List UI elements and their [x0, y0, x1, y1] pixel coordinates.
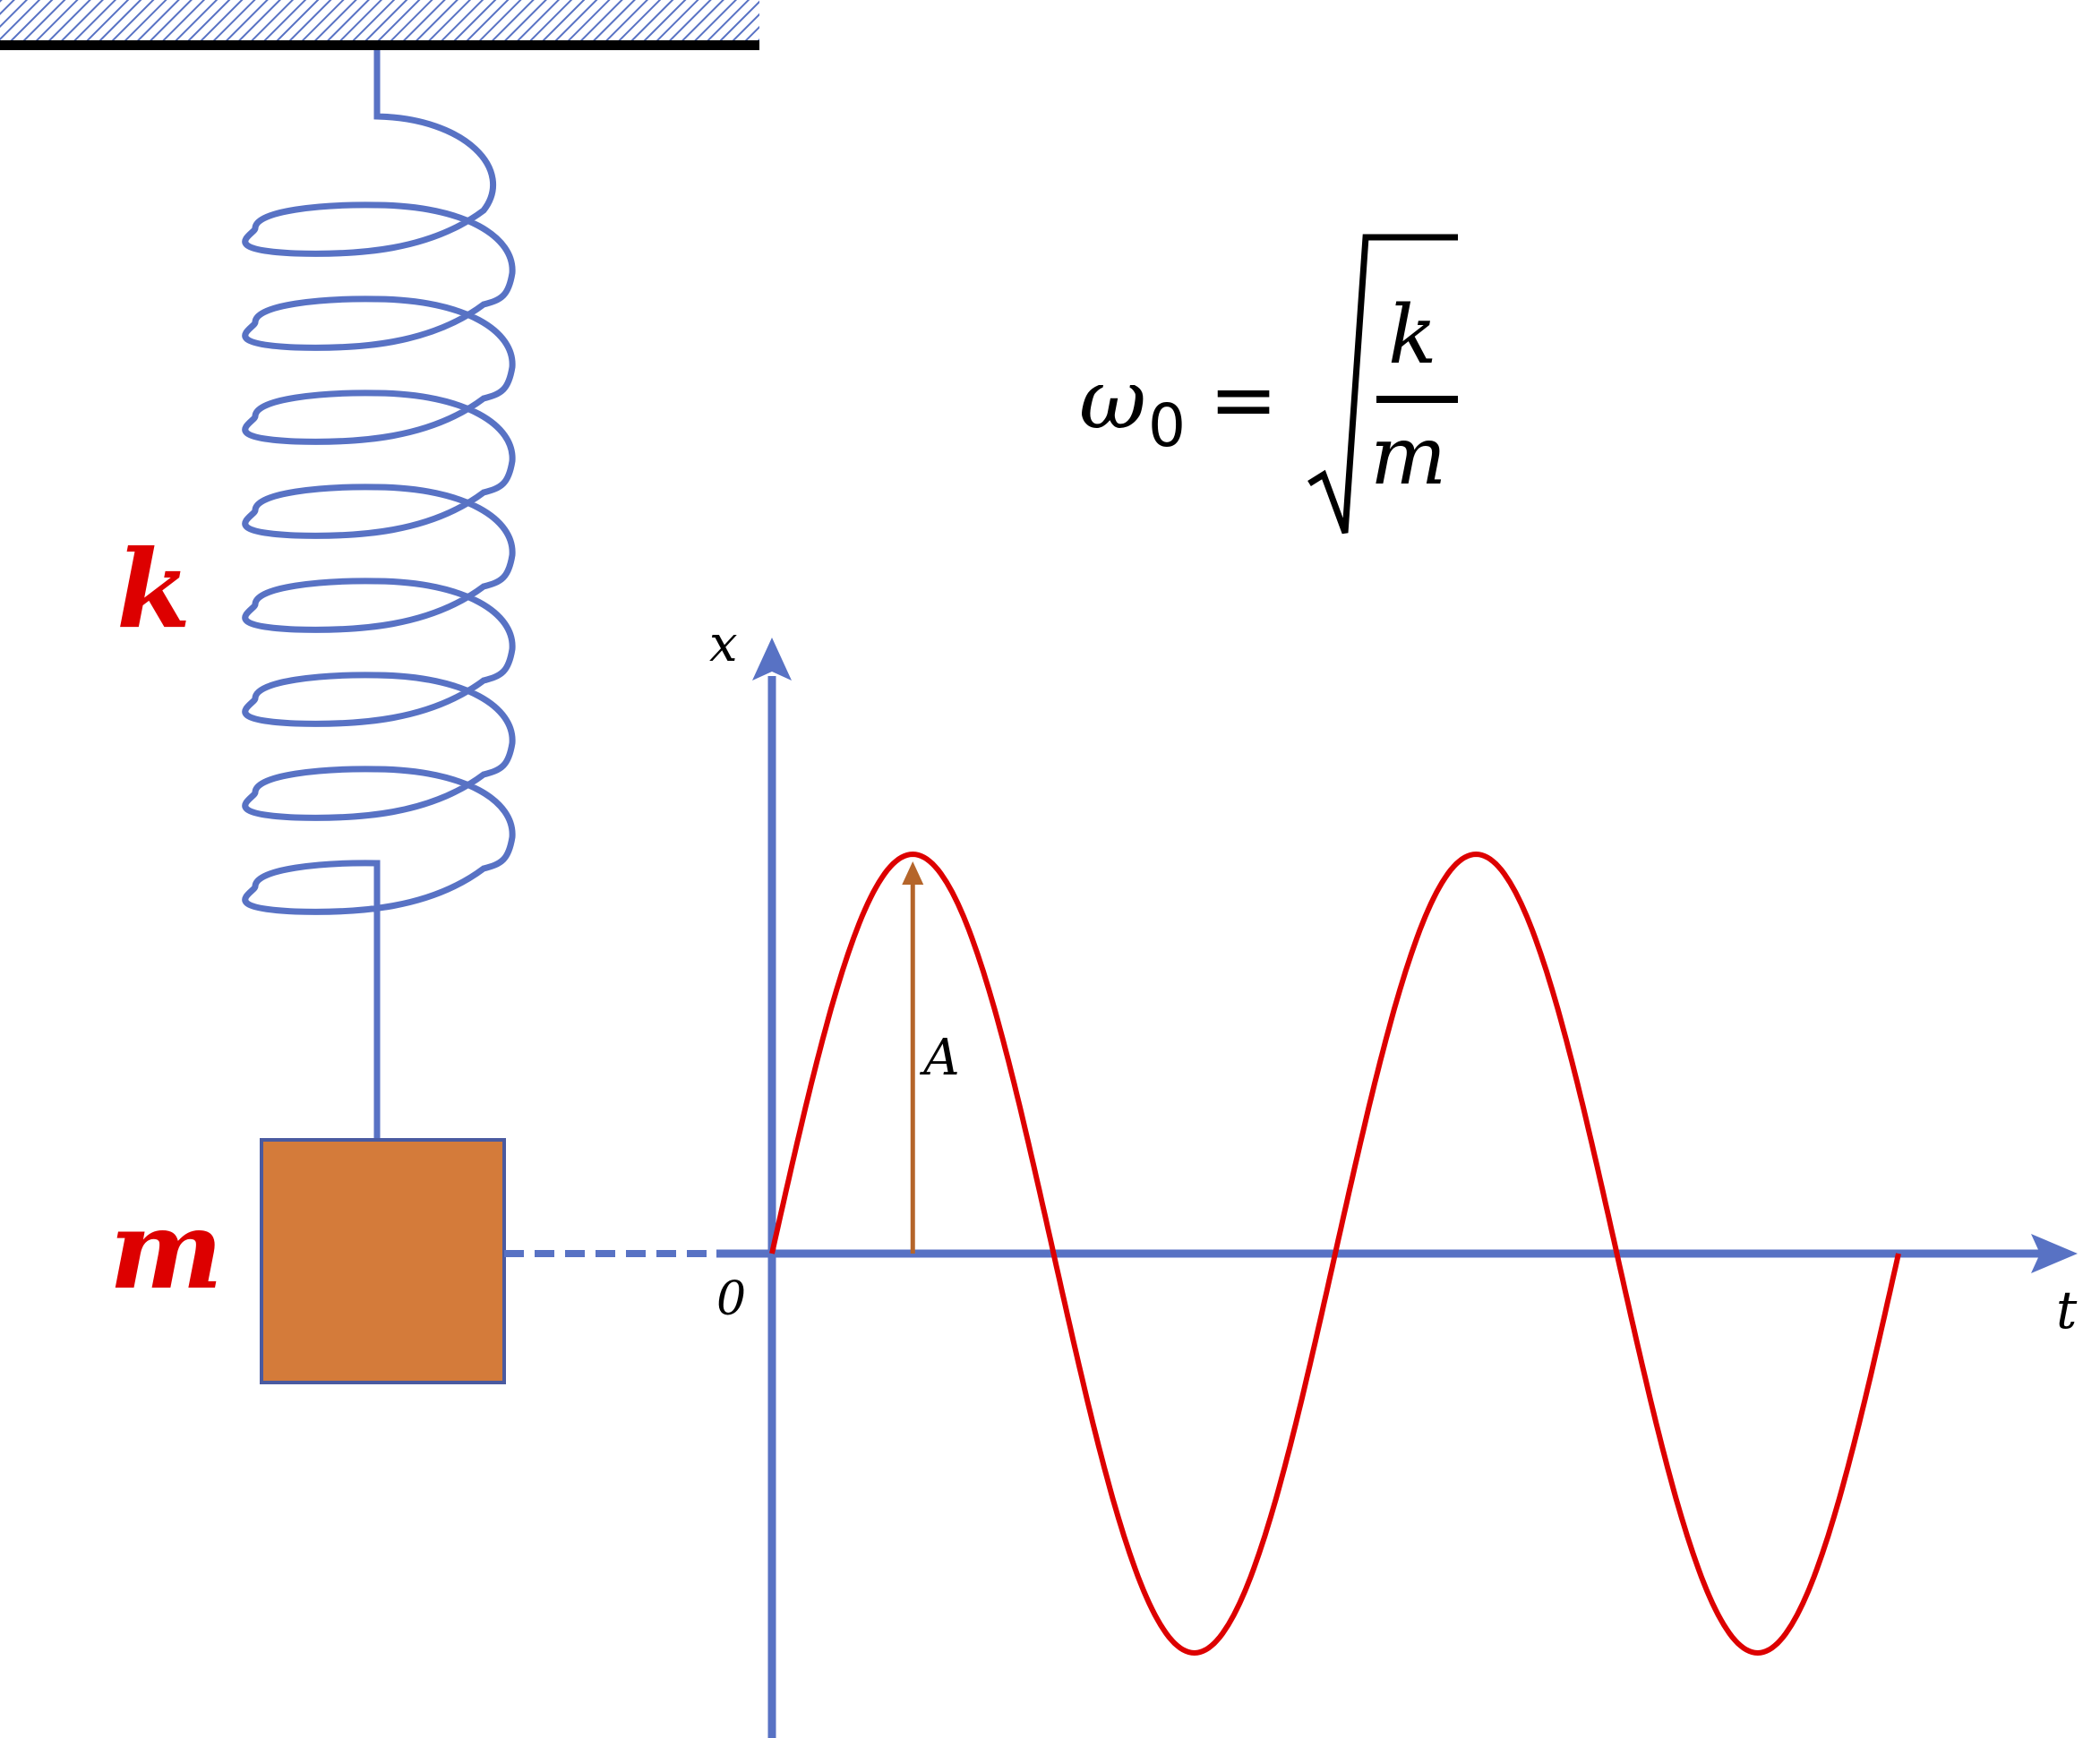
mass-label: m [109, 1187, 223, 1314]
formula-sqrt-sign [1307, 234, 1458, 535]
x-axis-arrowhead [752, 638, 792, 681]
amplitude-arrow [902, 861, 924, 1254]
formula-denominator: m [1370, 409, 1446, 503]
x-axis-label: x [709, 615, 738, 673]
formula-fraction-bar [1376, 396, 1458, 403]
mass-block [260, 1138, 506, 1384]
formula-numerator: k [1388, 288, 1437, 382]
amplitude-label: A [919, 1029, 959, 1087]
t-axis-arrowhead [2031, 1234, 2078, 1273]
formula-equals: = [1209, 352, 1278, 448]
angular-frequency-formula: ω 0 = k m [1079, 234, 1458, 535]
ceiling-bar [0, 40, 759, 50]
spring-coil [242, 50, 516, 1140]
formula-omega: ω [1079, 352, 1146, 448]
displacement-curve [769, 851, 1901, 1657]
formula-subscript: 0 [1148, 391, 1186, 460]
spring [242, 50, 516, 1140]
ceiling [0, 0, 759, 50]
amplitude-arrow-head [902, 861, 924, 885]
ceiling-hatch [0, 0, 759, 42]
spring-constant-label: k [116, 527, 191, 653]
origin-label: 0 [716, 1272, 746, 1326]
axes [716, 638, 2078, 1738]
t-axis-label: t [2056, 1280, 2078, 1340]
